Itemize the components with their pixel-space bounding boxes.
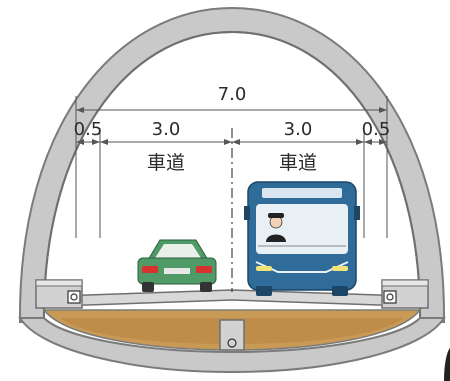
left-drain-icon [67, 290, 81, 304]
car-rear-icon [137, 239, 217, 292]
center-drain-box [219, 319, 245, 351]
dimension-left-lane-label: 3.0 [152, 119, 181, 140]
right-drain-icon [383, 290, 397, 304]
tunnel-invert-lining [18, 317, 446, 374]
dimension-left-shoulder-label: 0.5 [74, 119, 103, 140]
road-slab [57, 289, 407, 307]
dimension-right-shoulder-label: 0.5 [362, 119, 391, 140]
right-curb-top [381, 279, 429, 287]
right-lane-label: 車道 [279, 152, 317, 174]
center-drain-pipe-icon [227, 338, 237, 348]
dimension-total-label: 7.0 [218, 84, 247, 105]
bus-front-icon [244, 181, 360, 296]
left-drain-pipe-icon [70, 293, 78, 301]
adjacent-structure-fragment [444, 348, 450, 381]
dimension-arrows [76, 107, 387, 145]
left-curb-top [35, 279, 83, 287]
left-lane-label: 車道 [147, 152, 185, 174]
right-drain-pipe-icon [386, 293, 394, 301]
dimension-right-lane-label: 3.0 [284, 119, 313, 140]
tunnel-lining-inner-edge [42, 30, 422, 323]
